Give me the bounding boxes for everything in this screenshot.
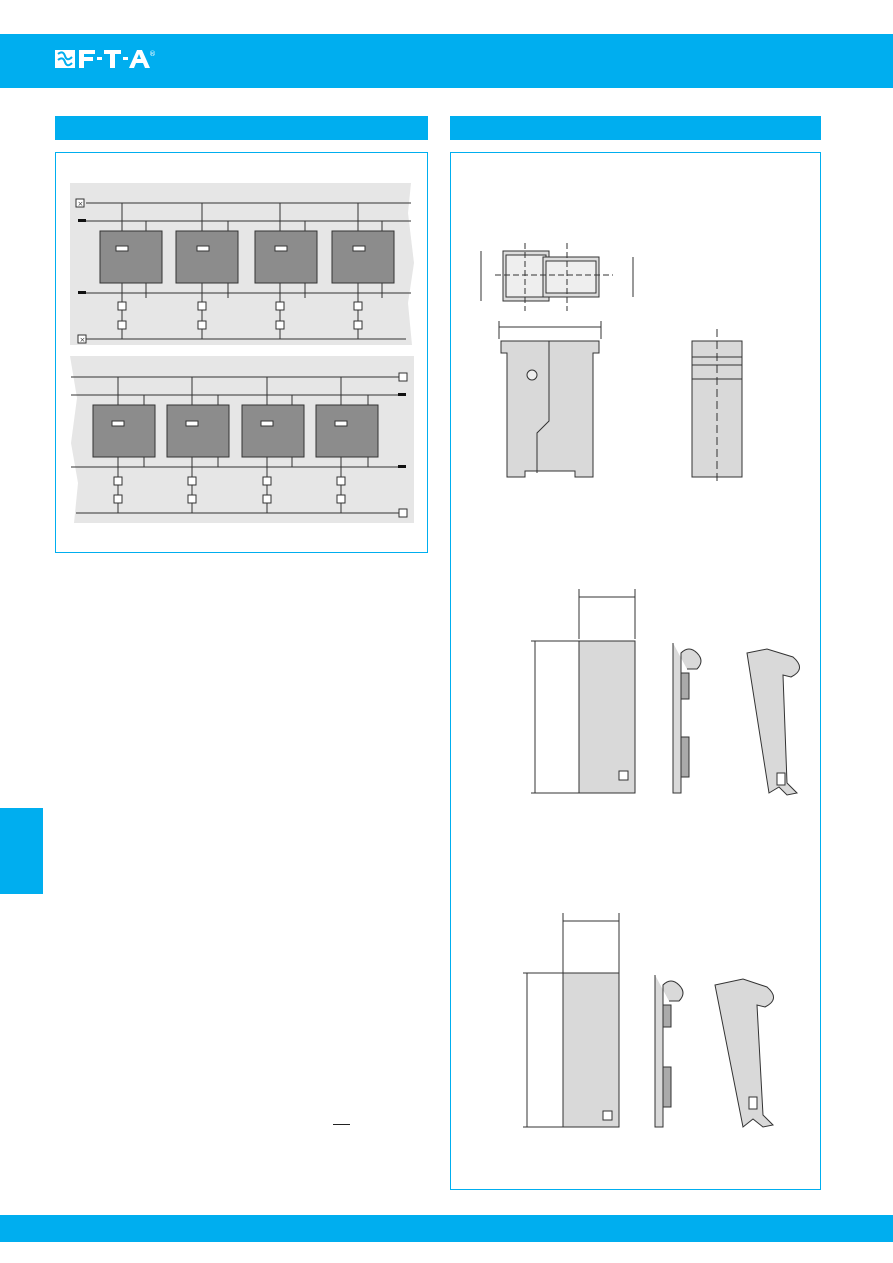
terminal-icon — [398, 372, 408, 382]
wiring-diagram-panel: × × — [55, 152, 428, 553]
diagram-1-background — [70, 183, 414, 345]
clip-icon — [672, 643, 702, 794]
clip-icon — [746, 648, 800, 796]
section-header-left — [55, 116, 428, 140]
fuse-front-view — [498, 321, 602, 478]
cover-front-2 — [523, 913, 620, 1128]
relay-module-icon — [166, 377, 230, 513]
terminal-icon: × — [77, 334, 87, 344]
fuse-top-view — [480, 243, 634, 311]
cover-front-1 — [531, 589, 636, 794]
relay-module-icon — [241, 377, 305, 513]
fuse-side-view — [691, 329, 743, 485]
relay-module-icon — [315, 377, 379, 513]
dimension-drawings — [480, 243, 800, 1128]
clip-icon — [654, 975, 684, 1128]
section-header-right — [450, 116, 821, 140]
top-banner — [0, 34, 893, 88]
underline-mark — [333, 1124, 350, 1125]
relay-module-icon — [331, 203, 395, 339]
terminal-icon: × — [75, 198, 85, 208]
wiring-diagram: × × — [70, 183, 414, 523]
brand-logo-icon: ® — [55, 50, 155, 68]
registered-mark: ® — [149, 50, 155, 58]
relay-module-icon — [254, 203, 318, 339]
terminal-icon — [398, 508, 408, 518]
svg-text:×: × — [80, 336, 86, 344]
dimension-drawing-panel — [450, 152, 821, 1190]
clip-icon — [714, 978, 775, 1128]
side-tab — [0, 808, 43, 894]
relay-module-icon — [99, 203, 163, 339]
bottom-banner — [0, 1215, 893, 1242]
svg-text:×: × — [78, 200, 84, 208]
relay-module-icon — [92, 377, 156, 513]
relay-module-icon — [175, 203, 239, 339]
